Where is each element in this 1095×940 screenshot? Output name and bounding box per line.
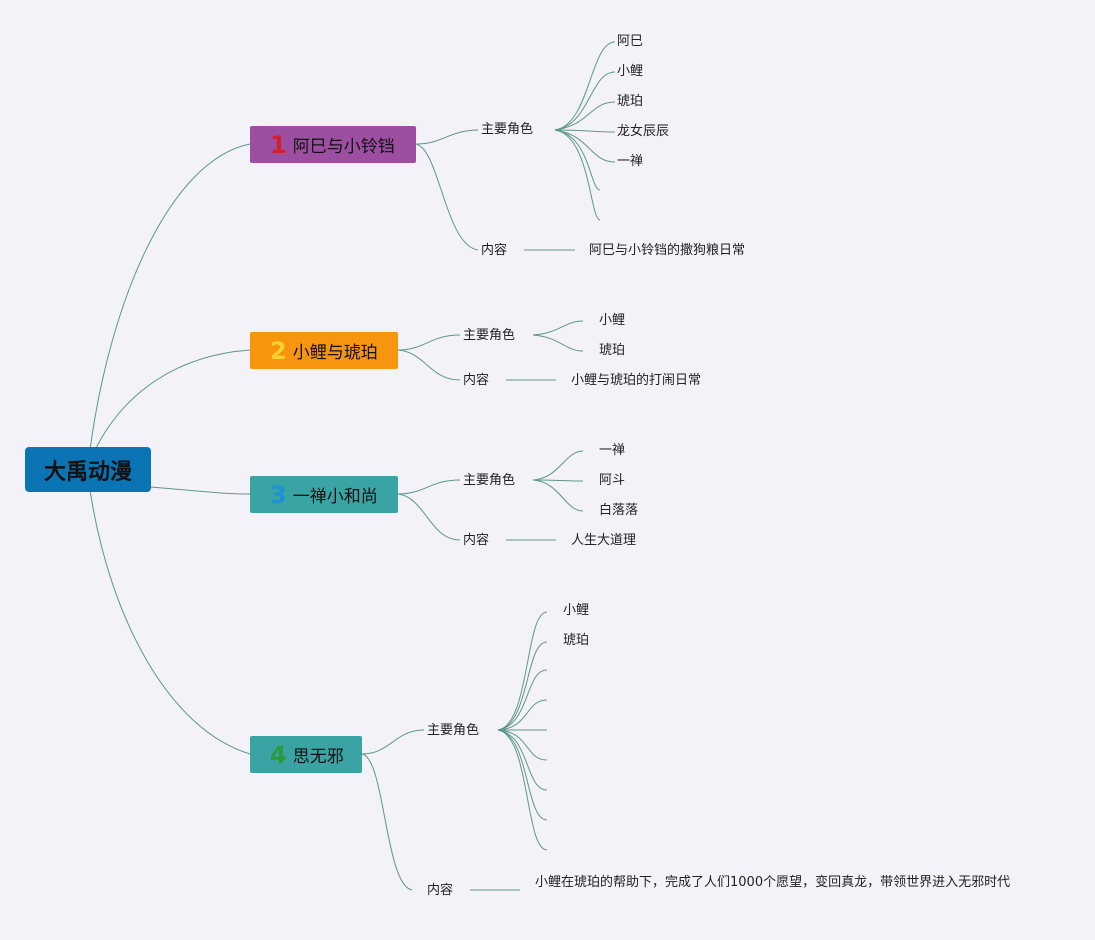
link-b3-r3 [532,479,584,512]
branch-number-4: 4 [270,740,287,769]
b3-role-1[interactable]: 一禅 [599,443,626,458]
link-b1-r5 [554,129,616,163]
root-node[interactable]: 大禹动漫 [25,447,151,492]
branch-node-4[interactable]: 4 思无邪 [250,736,362,773]
link-b2-r1 [532,320,584,336]
link-b4-r2 [497,641,548,731]
link-b3-roles [397,479,461,495]
branch-title-1: 阿巳与小铃铛 [292,137,395,157]
link-b4-r6 [497,729,548,761]
branch-node-1[interactable]: 1 阿巳与小铃铛 [250,126,416,163]
link-b4-r9 [497,729,548,851]
link-b1-roles [415,129,479,145]
branch-number-3: 3 [270,480,287,509]
b2-role-1[interactable]: 小鲤 [599,313,626,328]
b2-roles-label[interactable]: 主要角色 [463,328,516,343]
branch-title-3: 一禅小和尚 [292,487,378,507]
branch-number-2: 2 [270,336,287,365]
b2-content-label[interactable]: 内容 [463,373,490,388]
link-b4-r7 [497,729,548,791]
link-root-branch4 [89,489,251,755]
b4-content-label[interactable]: 内容 [427,883,454,898]
branch-title-4: 思无邪 [292,747,344,767]
link-root-branch2 [94,349,251,451]
branch-number-1: 1 [270,130,287,159]
link-b4-r4 [497,699,548,731]
link-b2-r2 [532,334,584,352]
b3-role-3[interactable]: 白落落 [599,503,639,518]
link-b1-r2 [554,71,616,131]
b4-roles-label[interactable]: 主要角色 [427,723,480,738]
b4-role-2[interactable]: 琥珀 [563,633,590,648]
b1-role-3[interactable]: 琥珀 [617,94,644,109]
link-root-branch1 [89,143,251,451]
link-b3-content [397,493,461,541]
b1-role-2[interactable]: 小鲤 [617,64,644,79]
b3-content-label[interactable]: 内容 [463,533,490,548]
b4-content-text[interactable]: 小鲤在琥珀的帮助下，完成了人们1000个愿望，变回真龙，带领世界进入无邪时代 [535,875,1011,890]
b1-role-4[interactable]: 龙女辰辰 [617,124,670,139]
b3-role-2[interactable]: 阿斗 [599,473,626,488]
link-b2-roles [397,334,461,351]
b3-roles-label[interactable]: 主要角色 [463,473,516,488]
link-b4-content [361,753,413,891]
link-b1-content [415,143,479,251]
b1-roles-label[interactable]: 主要角色 [481,122,534,137]
link-b1-r7 [554,129,601,221]
link-b1-r6 [554,129,601,191]
b1-role-1[interactable]: 阿巳 [617,34,644,49]
link-root-branch3 [149,486,251,495]
link-b4-r1 [497,611,548,731]
b1-content-text[interactable]: 阿巳与小铃铛的撒狗粮日常 [589,243,746,258]
b1-role-5[interactable]: 一禅 [617,154,644,169]
link-b2-content [397,349,461,381]
b3-content-text[interactable]: 人生大道理 [571,533,637,548]
b2-content-text[interactable]: 小鲤与琥珀的打闹日常 [571,373,702,388]
branch-node-3[interactable]: 3 一禅小和尚 [250,476,398,513]
link-b1-r3 [554,101,616,131]
link-b4-r3 [497,669,548,731]
link-b1-r4 [554,129,616,133]
link-b3-r1 [532,450,584,481]
branch-node-2[interactable]: 2 小鲤与琥珀 [250,332,398,369]
b1-content-label[interactable]: 内容 [481,243,508,258]
root-label: 大禹动漫 [43,459,132,485]
link-b3-r2 [532,479,584,482]
link-b4-roles [361,729,425,755]
b4-role-1[interactable]: 小鲤 [563,603,590,618]
link-b1-r1 [554,41,616,131]
branch-title-2: 小鲤与琥珀 [292,343,378,363]
b2-role-2[interactable]: 琥珀 [599,343,626,358]
